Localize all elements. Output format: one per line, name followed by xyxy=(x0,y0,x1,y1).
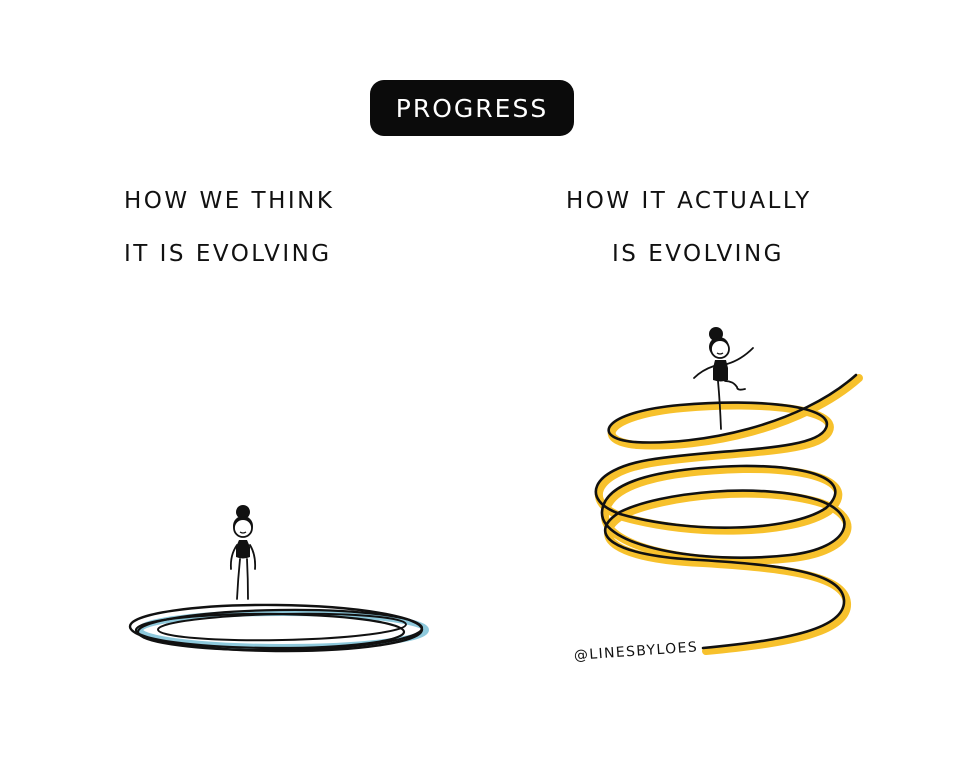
person-walking-icon xyxy=(693,327,754,430)
right-caption-line-2: IS EVOLVING xyxy=(612,241,784,267)
title-badge: PROGRESS xyxy=(370,80,574,136)
circular-track xyxy=(128,603,429,653)
spiral-path xyxy=(594,373,863,655)
left-caption-line-1: HOW WE THINK xyxy=(124,188,335,214)
person-standing-icon xyxy=(229,505,257,600)
right-caption-line-1: HOW IT ACTUALLY xyxy=(566,188,812,214)
title-badge-label: PROGRESS xyxy=(395,93,549,123)
left-caption-line-2: IT IS EVOLVING xyxy=(124,241,332,267)
